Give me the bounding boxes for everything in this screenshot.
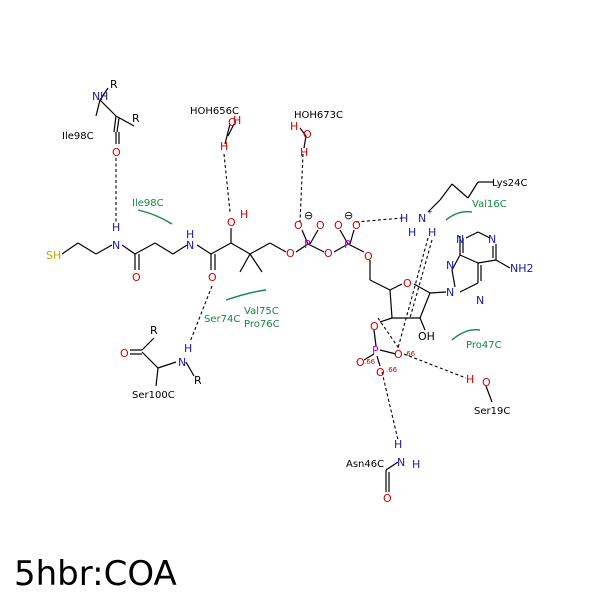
atom-labels: SH N H O N H O O H O P O O ⊖ O P O O ⊖ O… — [46, 78, 534, 505]
asn46-o: O — [383, 492, 392, 505]
hoh673-o: O — [303, 128, 312, 141]
ile98-h: H — [100, 90, 108, 103]
adenine-n1: N — [456, 233, 464, 246]
asn46-n: N — [397, 456, 405, 469]
amide-h2: H — [186, 228, 194, 241]
carbonyl-o2: O — [208, 271, 217, 284]
adenine-n9: N — [446, 286, 454, 299]
hoh656-h1: H — [233, 114, 241, 127]
lys-h: H — [400, 212, 408, 225]
adenine-n3: N — [476, 294, 484, 307]
amide-h1: H — [112, 221, 120, 234]
residue-pro76: Pro76C — [244, 319, 280, 330]
hydrophobic-contacts — [137, 209, 481, 341]
residue-val75: Val75C — [244, 306, 279, 317]
residue-ile98-top: Ile98C — [62, 131, 94, 142]
thiol-label: SH — [46, 249, 61, 262]
charge-66-c: .66 — [386, 366, 398, 374]
residue-ile98-hydrophobic: Ile98C — [132, 198, 164, 209]
residue-ser19: Ser19C — [474, 406, 510, 417]
adenine-n6: N — [488, 233, 496, 246]
ser19-o: O — [482, 376, 491, 389]
ser19-h: H — [466, 373, 474, 386]
ribose-o: O — [403, 277, 412, 290]
residue-labels: Ile98C Ile98C HOH656C HOH673C Lys24C Val… — [62, 106, 528, 470]
ribose-o3: O — [370, 320, 379, 333]
ester-o1: O — [286, 247, 295, 260]
hoh656-h2: H — [220, 140, 228, 153]
hydroxyl-h: H — [240, 208, 248, 221]
phosphate-o3b: O — [394, 348, 403, 361]
hoh673-h2: H — [300, 146, 308, 159]
ribose-oh-label: OH — [418, 330, 435, 343]
ile98-r2: R — [132, 112, 140, 125]
residue-ser100: Ser100C — [132, 390, 175, 401]
phosphorus-1: P — [304, 238, 311, 251]
phosphorus-2: P — [344, 238, 351, 251]
asn46-h1: H — [394, 438, 402, 451]
residue-hoh656: HOH656C — [190, 106, 239, 117]
ile98-o: O — [112, 146, 121, 159]
bond-skeleton — [61, 87, 511, 492]
phosphate-o3a: O — [356, 356, 365, 369]
carbonyl-o1: O — [132, 271, 141, 284]
phosphate-o1b: O — [316, 219, 325, 232]
residue-asn46: Asn46C — [346, 459, 384, 470]
ile98-nh: N — [92, 90, 100, 103]
hoh656-o: O — [228, 116, 237, 129]
ser100-o: O — [120, 347, 129, 360]
hoh673-h1: H — [290, 120, 298, 133]
ser100-h: H — [184, 342, 192, 355]
diagram-title: 5hbr:COA — [14, 554, 177, 594]
phosphate-o3c: O — [376, 366, 385, 379]
residue-pro47: Pro47C — [466, 340, 502, 351]
charge-66-b: .66 — [404, 350, 416, 358]
lys-n: N — [418, 212, 426, 225]
lys-h2: H — [408, 226, 416, 239]
lys-plus: + — [427, 208, 433, 216]
adenine-nh2: NH2 — [510, 262, 534, 275]
phosphorus-3: P — [372, 344, 379, 357]
hydroxyl-o: O — [227, 216, 236, 229]
charge-minus-1: ⊖ — [304, 209, 313, 222]
phosphate-o2b: O — [352, 219, 361, 232]
ile98-r1: R — [110, 78, 118, 91]
amide-n2: N — [186, 239, 194, 252]
asn46-h2: H — [412, 458, 420, 471]
charge-minus-2: ⊖ — [344, 209, 353, 222]
residue-lys24: Lys24C — [492, 178, 528, 189]
lys-h3: H — [428, 226, 436, 239]
ester-o2: O — [364, 250, 373, 263]
amide-n1: N — [112, 239, 120, 252]
bridge-o: O — [324, 247, 333, 260]
charge-66-a: .66 — [364, 358, 376, 366]
residue-hoh673: HOH673C — [294, 110, 343, 121]
ser100-r1: R — [150, 324, 158, 337]
phosphate-o2a: O — [334, 219, 343, 232]
ser100-n: N — [178, 356, 186, 369]
residue-ser74: Ser74C — [204, 314, 240, 325]
hydrogen-bonds — [115, 153, 467, 441]
phosphate-o1a: O — [294, 219, 303, 232]
adenine-n7: N — [446, 259, 454, 272]
residue-val16: Val16C — [472, 199, 507, 210]
ser100-r2: R — [194, 374, 202, 387]
